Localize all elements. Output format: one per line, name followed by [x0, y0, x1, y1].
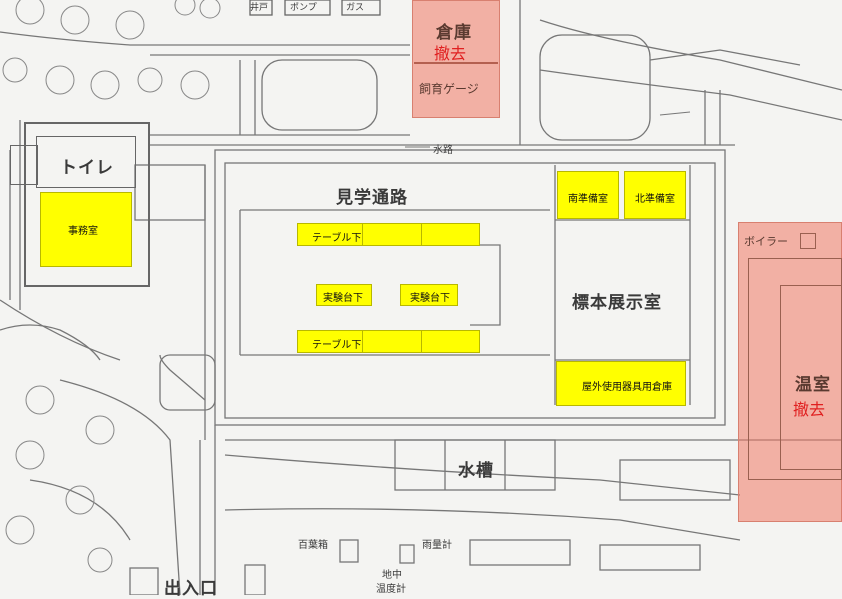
- boiler-box: [800, 233, 816, 249]
- gas-label: ガス: [346, 3, 365, 13]
- greenhouse-removed-label: 撤去: [793, 400, 826, 419]
- table-under-top[interactable]: [297, 223, 480, 246]
- removed-storage-divider: [414, 62, 498, 64]
- table-under-bottom-divider-1: [362, 330, 363, 353]
- office-room[interactable]: [40, 192, 132, 267]
- soil-thermometer-label-1: 地中: [382, 570, 402, 581]
- removed-storage[interactable]: [412, 0, 500, 118]
- north-prep-label: 北準備室: [635, 194, 675, 205]
- outdoor-storage-room[interactable]: [556, 361, 686, 406]
- south-prep-label: 南準備室: [568, 194, 608, 205]
- removed-greenhouse[interactable]: [738, 222, 842, 522]
- storage-removed-label: 撤去: [434, 44, 467, 63]
- lab-under-left[interactable]: [316, 284, 372, 306]
- lab-under-left-label: 実験台下: [323, 293, 363, 304]
- toilet-annex: [10, 145, 38, 185]
- lab-under-right[interactable]: [400, 284, 458, 306]
- outdoor-storage-label: 屋外使用器具用倉庫: [582, 382, 672, 393]
- rain-gauge-label: 雨量計: [422, 540, 452, 551]
- instrument-box-label: 百葉箱: [298, 540, 328, 551]
- table-under-bottom-divider-2: [421, 330, 422, 353]
- soil-thermometer-label-2: 温度計: [376, 584, 406, 595]
- table-under-bottom[interactable]: [297, 330, 480, 353]
- greenhouse-label: 温室: [795, 375, 831, 395]
- table-under-bottom-label: テーブル下: [312, 340, 362, 351]
- storage-label: 倉庫: [436, 23, 472, 43]
- office-label: 事務室: [68, 226, 98, 237]
- toilet-label: トイレ: [60, 158, 114, 178]
- water-channel-label: 水路: [433, 145, 453, 156]
- table-under-top-divider-1: [362, 223, 363, 246]
- south-prep-room[interactable]: [557, 171, 619, 219]
- toilet-room: [36, 136, 136, 188]
- table-under-top-label: テーブル下: [312, 233, 362, 244]
- specimen-room-label: 標本展示室: [572, 293, 662, 313]
- well-label: 井戸: [250, 3, 269, 13]
- table-under-top-divider-2: [421, 223, 422, 246]
- lab-under-right-label: 実験台下: [410, 293, 450, 304]
- breeding-cage-label: 飼育ゲージ: [419, 82, 479, 96]
- water-tank-label: 水槽: [458, 461, 494, 481]
- toilet-building: [24, 122, 150, 287]
- entrance-label: 出入口: [164, 579, 218, 599]
- boiler-label: ボイラー: [744, 235, 788, 248]
- north-prep-room[interactable]: [624, 171, 686, 219]
- pump-label: ポンプ: [290, 3, 317, 13]
- observation-path-label: 見学通路: [336, 188, 408, 208]
